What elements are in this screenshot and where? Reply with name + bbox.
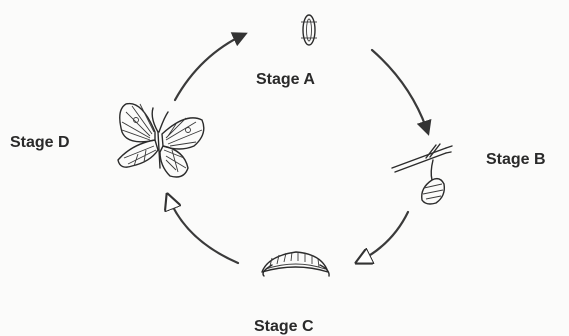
stage-b-label: Stage B — [486, 151, 546, 168]
arrow-a-to-b — [370, 48, 432, 136]
stage-d-label: Stage D — [10, 134, 70, 151]
arrow-d-to-a — [173, 32, 248, 102]
stage-c-label: Stage C — [254, 318, 314, 335]
larva-on-twig-icon — [391, 143, 453, 205]
egg-icon — [301, 14, 317, 46]
arrow-c-to-d — [168, 196, 240, 265]
pupa-icon — [261, 251, 330, 277]
stage-a-label: Stage A — [256, 71, 315, 88]
butterfly-icon — [117, 102, 205, 178]
arrow-b-to-c — [358, 210, 410, 262]
